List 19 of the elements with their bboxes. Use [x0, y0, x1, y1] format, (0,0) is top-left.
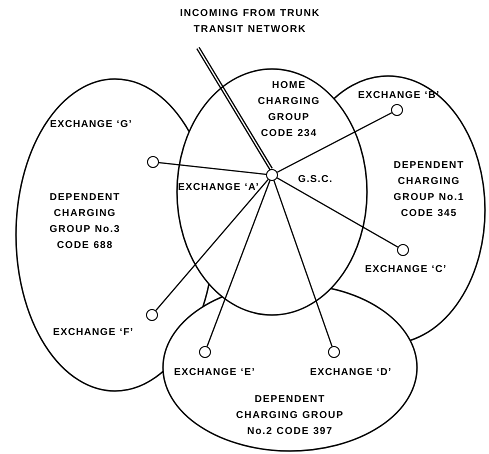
connector-line [155, 179, 269, 311]
exchange-label: EXCHANGE ‘A’ [178, 181, 260, 195]
double-line [196, 46, 273, 170]
exchange-label: EXCHANGE ‘E’ [174, 366, 256, 380]
connector-line [206, 180, 270, 347]
group-label: DEPENDENT CHARGING GROUP No.3 CODE 688 [48, 191, 122, 253]
group-label: DEPENDENT CHARGING GROUP No.2 CODE 397 [235, 393, 345, 439]
group-label: INCOMING FROM TRUNK TRANSIT NETWORK [178, 7, 322, 37]
exchange-label: EXCHANGE ‘C’ [365, 263, 447, 277]
exchange-label: EXCHANGE ‘G’ [50, 118, 132, 132]
connector-line [273, 180, 333, 347]
connector-line [277, 112, 392, 173]
exchange-label: EXCHANGE ‘D’ [310, 366, 392, 380]
group-label: HOME CHARGING GROUP CODE 234 [256, 79, 322, 141]
connector-line [158, 162, 266, 175]
connector-line [276, 177, 398, 248]
group-label: DEPENDENT CHARGING GROUP No.1 CODE 345 [392, 159, 466, 221]
exchange-label: EXCHANGE ‘F’ [53, 326, 134, 340]
exchange-label: G.S.C. [298, 173, 333, 187]
